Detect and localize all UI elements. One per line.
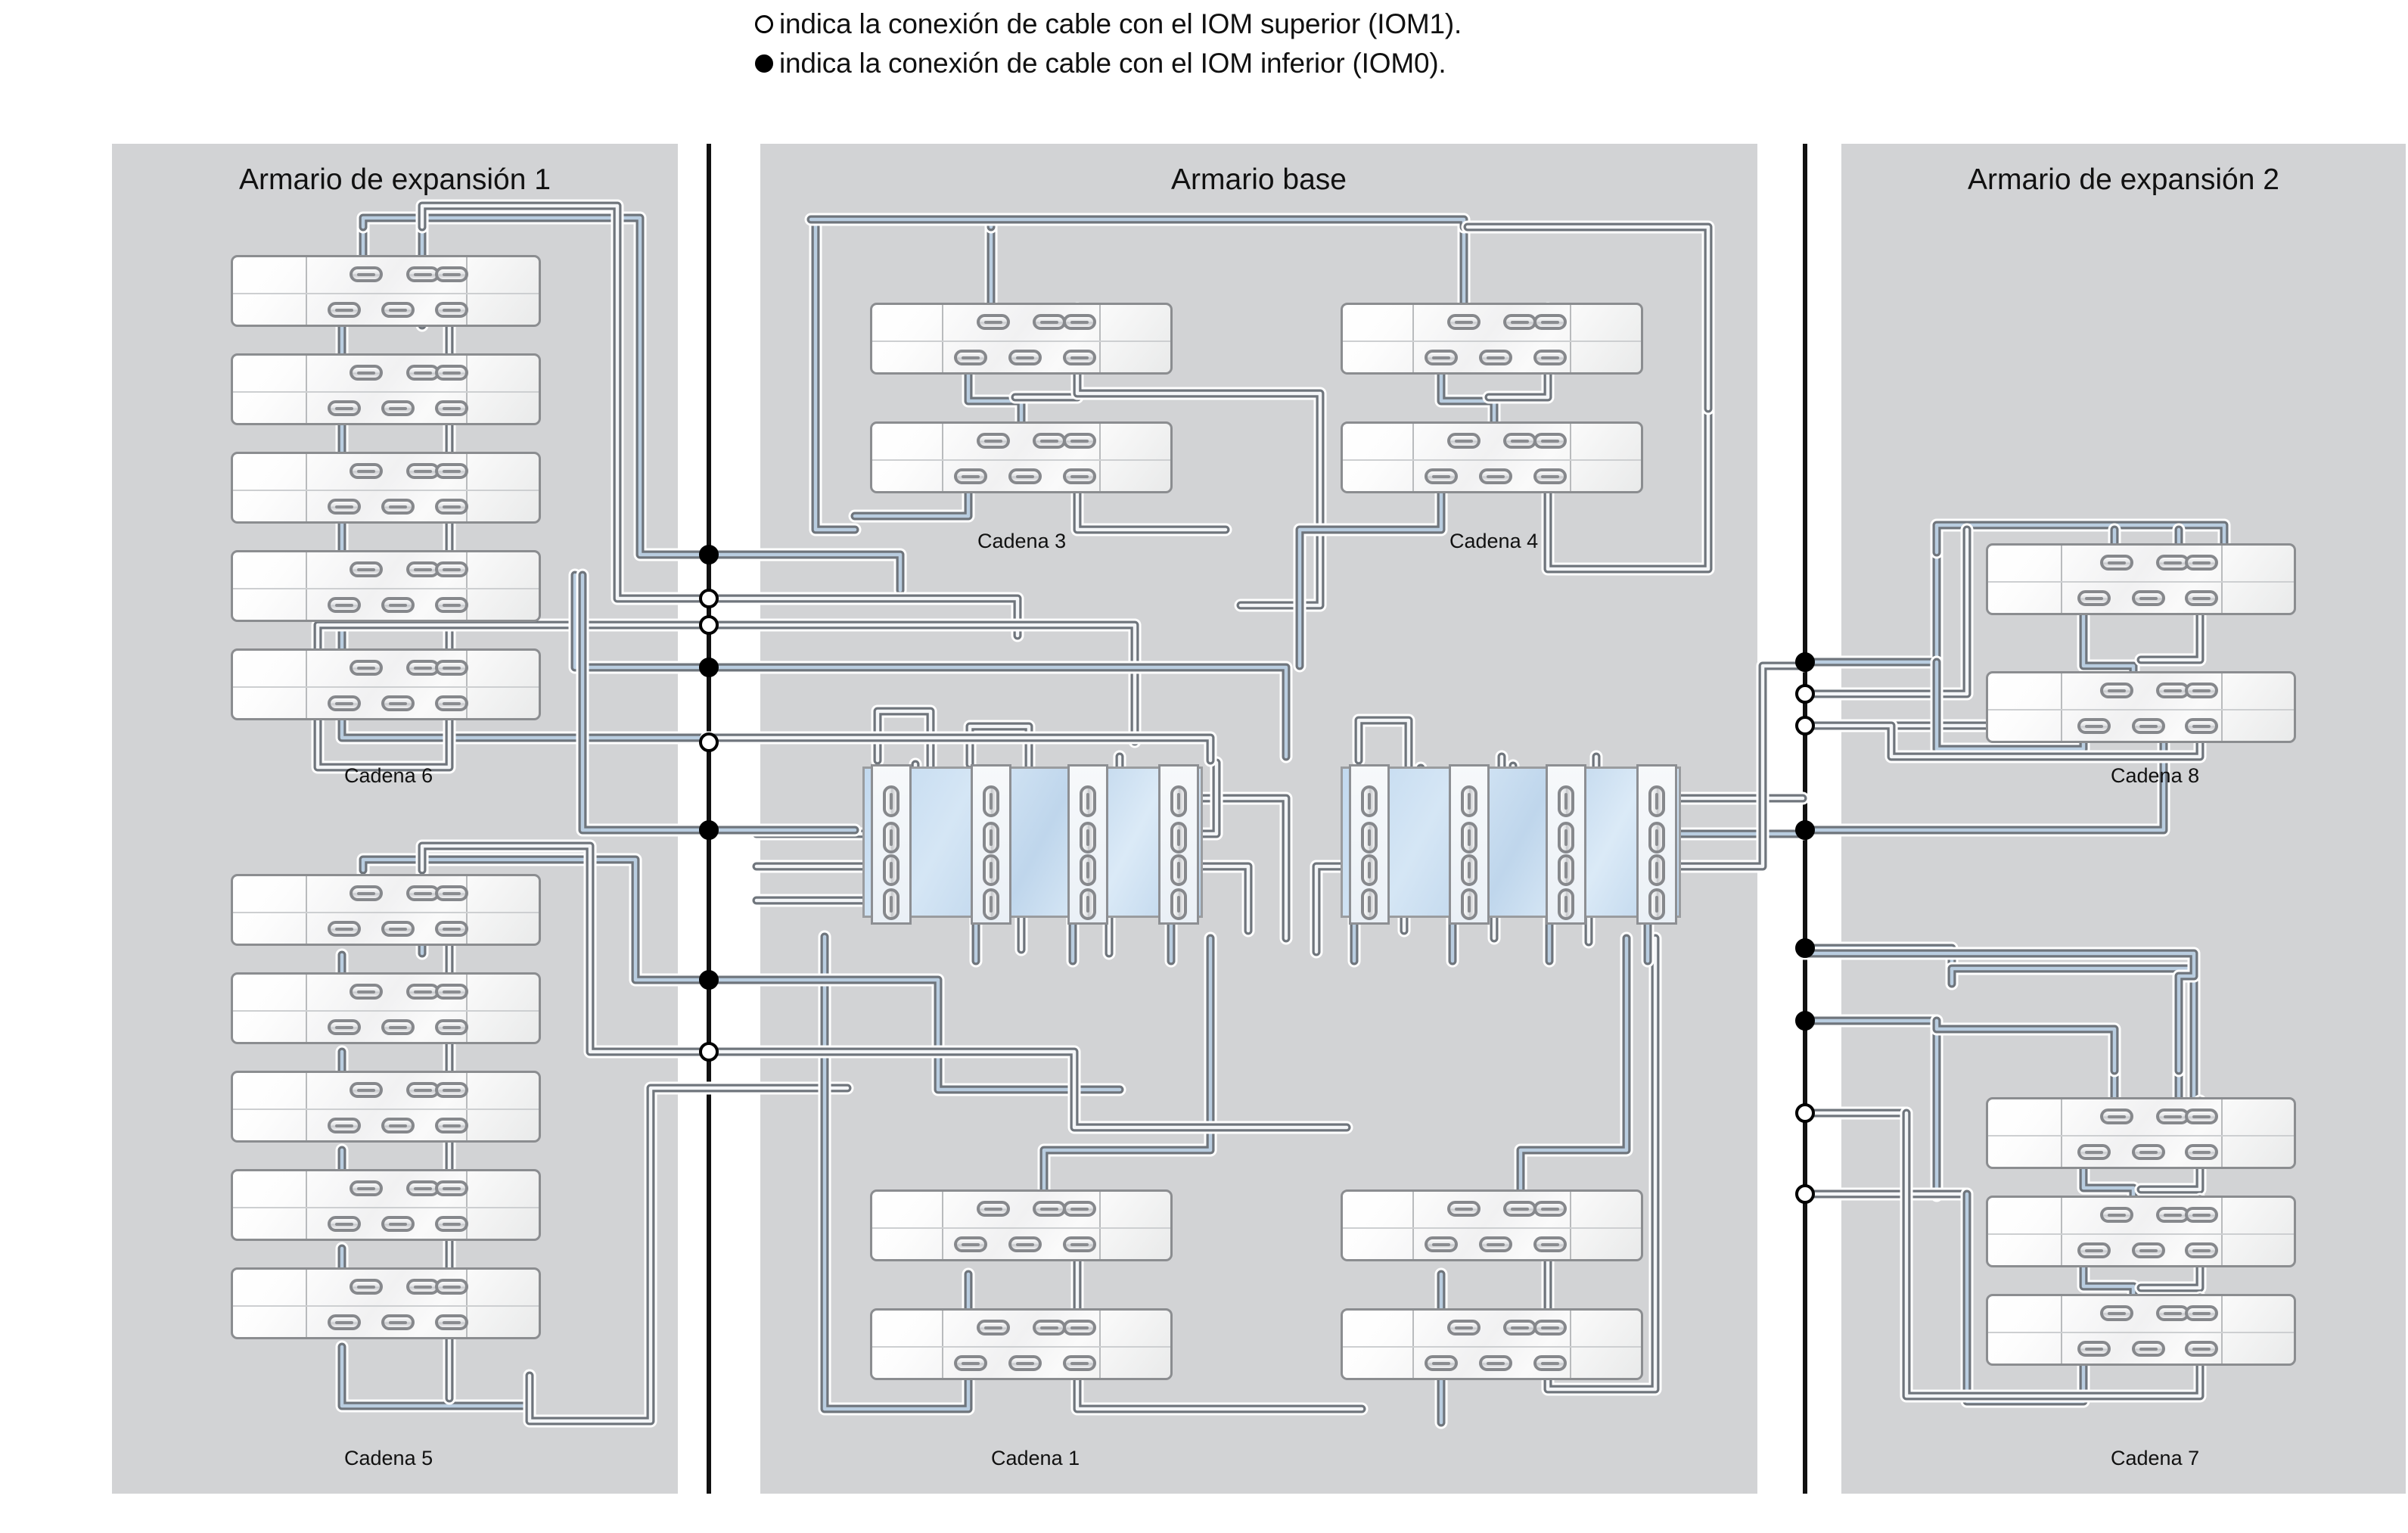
disk-shelf[interactable] (870, 421, 1173, 493)
chain-label-cadena4: Cadena 4 (1449, 530, 1539, 552)
iom0-connection-marker (1795, 938, 1815, 958)
controller-left[interactable] (862, 764, 1203, 925)
chain-label-cadena7: Cadena 7 (2111, 1447, 2200, 1469)
iom1-connection-marker (699, 589, 719, 608)
bus-line-right (1803, 144, 1807, 1494)
iom0-connection-marker (699, 970, 719, 990)
iom0-connection-marker (1795, 652, 1815, 672)
disk-shelf[interactable] (231, 1169, 541, 1241)
disk-shelf[interactable] (231, 353, 541, 425)
disk-shelf[interactable] (231, 1267, 541, 1339)
cabinet-expansion-2-title: Armario de expansión 2 (1968, 163, 2279, 196)
iom1-connection-marker (699, 615, 719, 635)
iom0-connection-marker (699, 658, 719, 677)
disk-shelf[interactable] (1341, 1189, 1643, 1261)
iom1-connection-marker (1795, 1184, 1815, 1204)
legend-text-iom1: indica la conexión de cable con el IOM s… (779, 8, 1462, 39)
bus-line-left (707, 144, 711, 1494)
iom1-connection-marker (1795, 684, 1815, 704)
disk-shelf[interactable] (1341, 303, 1643, 375)
iom0-connection-marker (699, 545, 719, 564)
chain-label-cadena1: Cadena 1 (991, 1447, 1080, 1469)
cabinet-expansion-2: Armario de expansión 2 (1841, 144, 2406, 1494)
disk-shelf[interactable] (1986, 543, 2296, 615)
cabinet-expansion-1-title: Armario de expansión 1 (239, 163, 551, 196)
iom0-connection-marker (1795, 1011, 1815, 1031)
disk-shelf[interactable] (1341, 421, 1643, 493)
legend-item-iom1: indica la conexión de cable con el IOM s… (749, 5, 1808, 44)
disk-shelf[interactable] (231, 255, 541, 327)
iom1-connection-marker (1795, 1103, 1815, 1123)
chain-label-cadena5: Cadena 5 (344, 1447, 433, 1469)
iom0-connection-marker (699, 820, 719, 840)
disk-shelf[interactable] (1986, 1097, 2296, 1169)
legend: indica la conexión de cable con el IOM s… (749, 5, 1808, 83)
disk-shelf[interactable] (870, 1308, 1173, 1380)
chain-label-cadena3: Cadena 3 (977, 530, 1067, 552)
controller-right[interactable] (1341, 764, 1681, 925)
disk-shelf[interactable] (1986, 671, 2296, 743)
disk-shelf[interactable] (1986, 1294, 2296, 1366)
disk-shelf[interactable] (231, 972, 541, 1044)
chain-label-cadena8: Cadena 8 (2111, 764, 2200, 787)
iom1-connection-marker (699, 732, 719, 752)
disk-shelf[interactable] (1986, 1196, 2296, 1267)
cabinet-base-title: Armario base (1171, 163, 1347, 196)
open-circle-icon (749, 15, 779, 33)
disk-shelf[interactable] (231, 452, 541, 524)
legend-text-iom0: indica la conexión de cable con el IOM i… (779, 48, 1446, 79)
iom1-connection-marker (699, 1042, 719, 1062)
disk-shelf[interactable] (870, 303, 1173, 375)
filled-circle-icon (749, 54, 779, 73)
disk-shelf[interactable] (231, 874, 541, 946)
iom0-connection-marker (1795, 820, 1815, 840)
disk-shelf[interactable] (231, 648, 541, 720)
disk-shelf[interactable] (1341, 1308, 1643, 1380)
legend-item-iom0: indica la conexión de cable con el IOM i… (749, 44, 1808, 83)
chain-label-cadena6: Cadena 6 (344, 764, 433, 787)
disk-shelf[interactable] (231, 1071, 541, 1143)
iom1-connection-marker (1795, 716, 1815, 735)
disk-shelf[interactable] (870, 1189, 1173, 1261)
disk-shelf[interactable] (231, 550, 541, 622)
